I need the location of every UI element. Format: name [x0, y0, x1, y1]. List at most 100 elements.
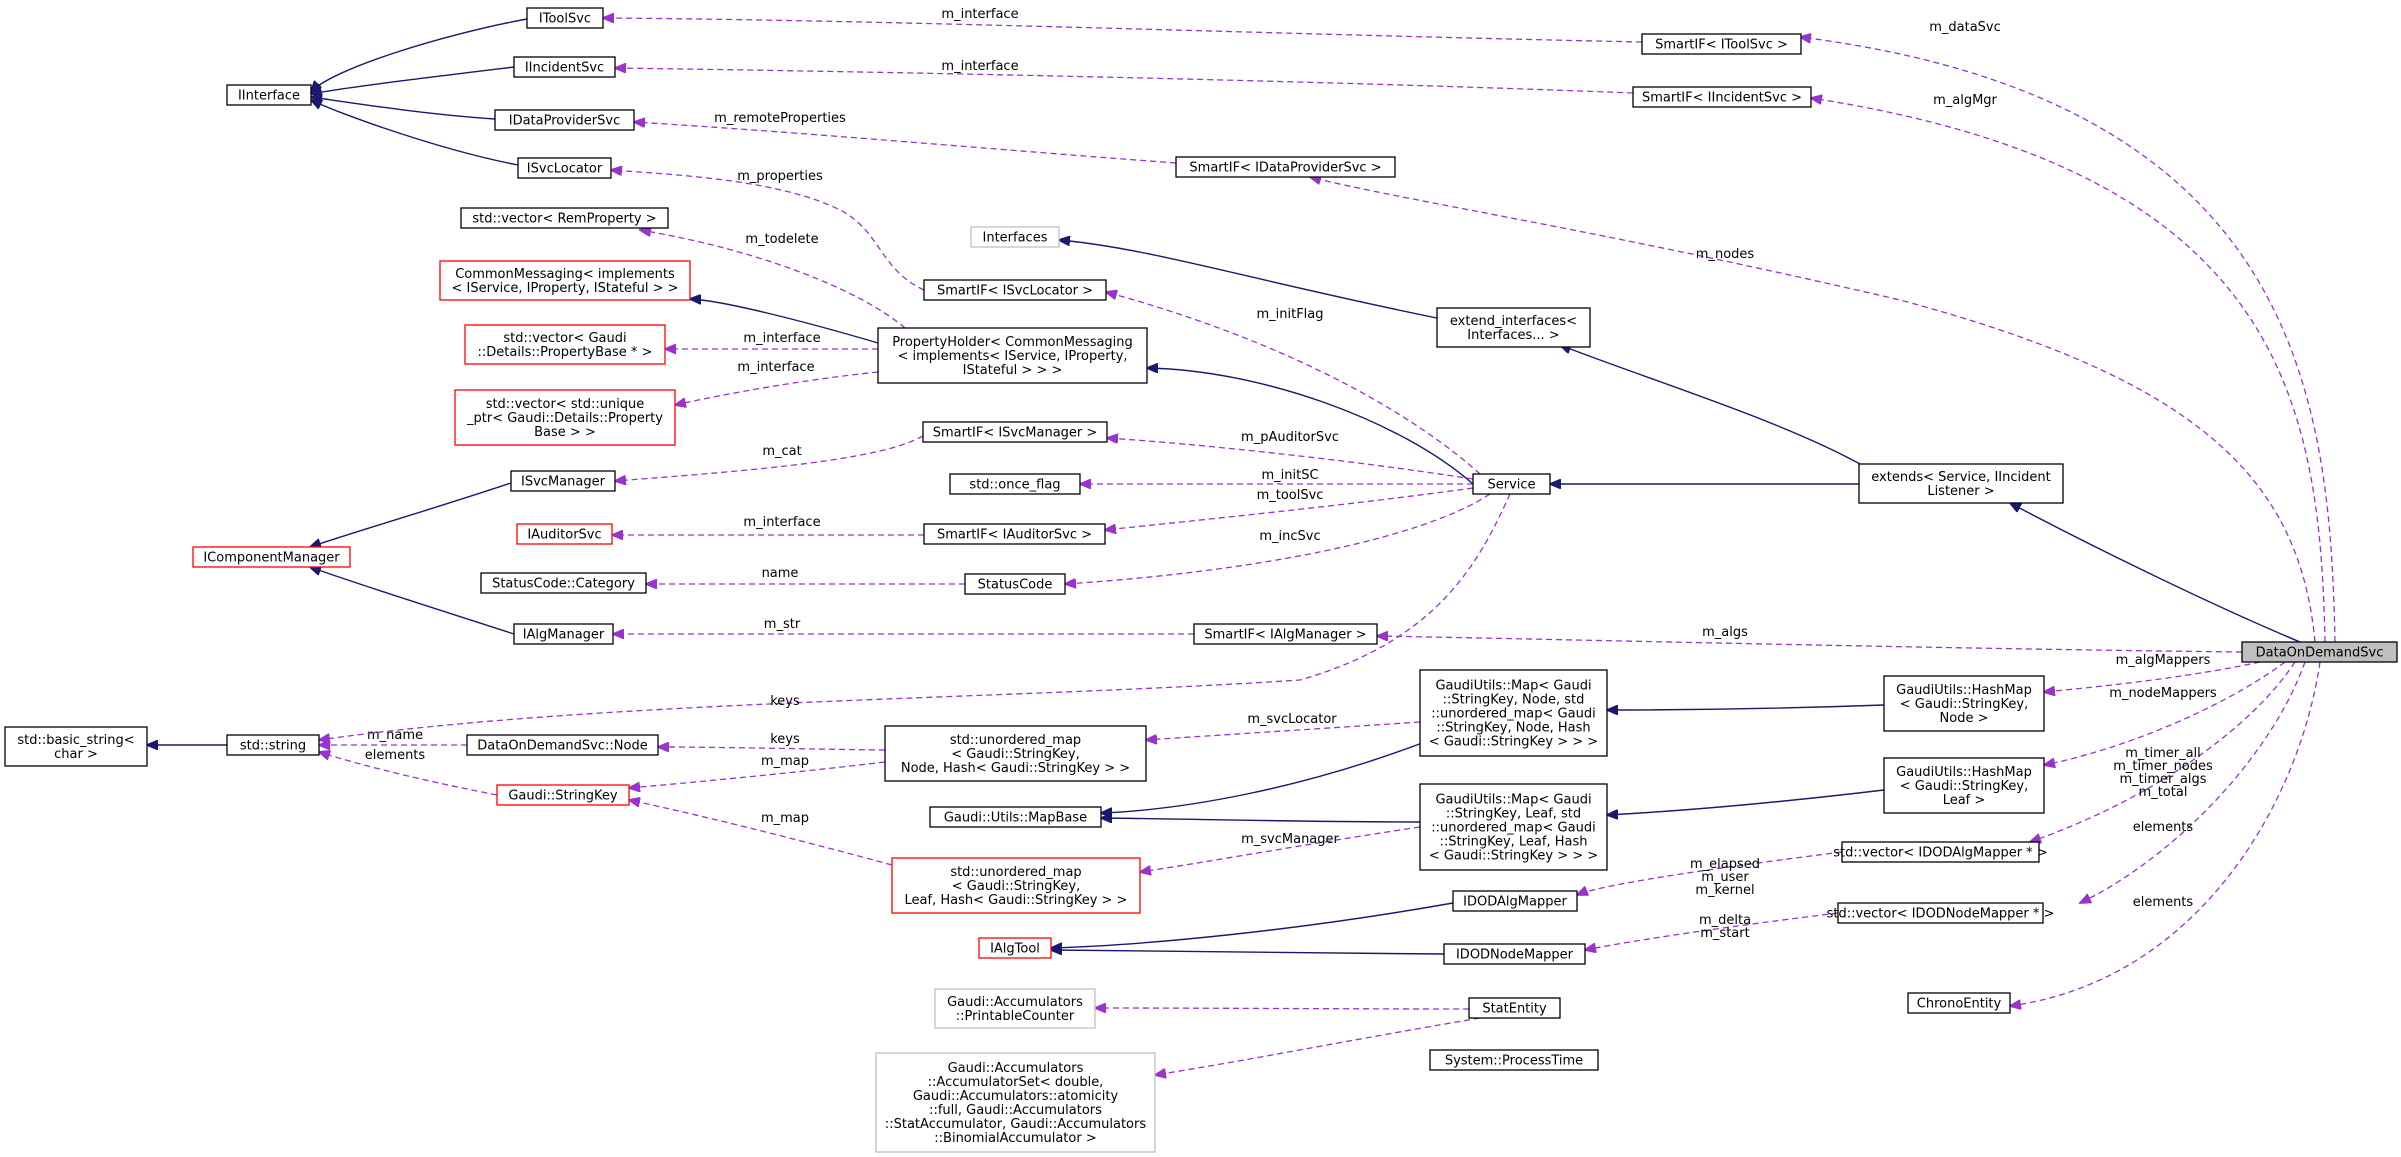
- class-node-label: ::PrintableCounter: [956, 1009, 1075, 1024]
- class-node-Service[interactable]: Service: [1472, 473, 1551, 495]
- class-node-label: std::vector< Gaudi: [503, 331, 626, 346]
- class-node-vecRemProperty[interactable]: std::vector< RemProperty >: [460, 207, 669, 229]
- member-edge-DataOnDemandSvc-to-SmartIDataProviderSvc: [1310, 177, 2316, 643]
- class-node-label: IDODAlgMapper: [1463, 895, 1567, 910]
- class-node-label: extend_interfaces<: [1450, 314, 1577, 329]
- class-node-HashMapLeaf[interactable]: GaudiUtils::HashMap< Gaudi::StringKey,Le…: [1883, 757, 2045, 814]
- class-node-label: Interfaces: [983, 231, 1048, 246]
- class-node-SmartISvcManager[interactable]: SmartIF< ISvcManager >: [922, 421, 1108, 443]
- class-node-CommonMessaging[interactable]: CommonMessaging< implements< IService, I…: [439, 260, 691, 301]
- class-node-SmartIDataProviderSvc[interactable]: SmartIF< IDataProviderSvc >: [1175, 156, 1396, 178]
- class-node-label: std::vector< IDODNodeMapper * >: [1827, 907, 2055, 922]
- class-node-HashMapNode[interactable]: GaudiUtils::HashMap< Gaudi::StringKey,No…: [1883, 675, 2045, 732]
- class-node-IAlgManager[interactable]: IAlgManager: [513, 623, 614, 645]
- class-node-SmartIAuditorSvc[interactable]: SmartIF< IAuditorSvc >: [923, 523, 1106, 545]
- edge-label: elements: [2133, 820, 2194, 835]
- class-node-IToolSvc[interactable]: IToolSvc: [526, 7, 604, 29]
- class-node-IAlgTool[interactable]: IAlgTool: [978, 937, 1052, 959]
- member-edge-Service-to-SmartISvcLocator: [1106, 292, 1481, 475]
- class-node-ChronoEntity[interactable]: ChronoEntity: [1907, 992, 2011, 1014]
- class-node-SystemProcessTime[interactable]: System::ProcessTime: [1429, 1049, 1599, 1071]
- member-edge-vecIDODNodeMapper-to-IDODNodeMapper: [1585, 912, 1839, 950]
- class-node-unorderedMapLeaf[interactable]: std::unordered_map< Gaudi::StringKey,Lea…: [891, 857, 1141, 914]
- class-node-PropertyHolder[interactable]: PropertyHolder< CommonMessaging< impleme…: [877, 327, 1148, 384]
- class-node-SmartISvcLocator[interactable]: SmartIF< ISvcLocator >: [923, 279, 1107, 301]
- class-node-IComponentManager[interactable]: IComponentManager: [192, 546, 351, 568]
- class-node-AccumulatorSet[interactable]: Gaudi::Accumulators::AccumulatorSet< dou…: [875, 1052, 1156, 1153]
- class-node-label: Gaudi::StringKey: [508, 789, 618, 804]
- class-node-extendInterfaces[interactable]: extend_interfaces<Interfaces... >: [1436, 307, 1591, 348]
- edge-label: m_todelete: [745, 232, 818, 247]
- class-node-label: ::Details::PropertyBase * >: [478, 345, 653, 360]
- class-node-StatEntity[interactable]: StatEntity: [1468, 997, 1561, 1019]
- edge-label: elements: [2133, 895, 2194, 910]
- class-node-IIncidentSvc[interactable]: IIncidentSvc: [513, 56, 616, 78]
- inheritance-edge-extendInterfaces-to-Interfaces: [1059, 240, 1438, 319]
- class-node-ISvcManager[interactable]: ISvcManager: [510, 470, 616, 492]
- class-node-IDataProviderSvc[interactable]: IDataProviderSvc: [494, 109, 635, 131]
- class-node-label: ::StringKey, Node, std: [1443, 693, 1585, 708]
- class-node-stdString[interactable]: std::string: [226, 734, 320, 756]
- class-node-vecIDODAlgMapper[interactable]: std::vector< IDODAlgMapper * >: [1833, 841, 2048, 863]
- edge-label: keys: [770, 732, 800, 747]
- class-node-label: IInterface: [238, 89, 300, 104]
- class-node-label: SmartIF< IDataProviderSvc >: [1189, 161, 1381, 176]
- class-node-label: IAlgTool: [990, 942, 1040, 957]
- class-node-label: CommonMessaging< implements: [455, 267, 675, 282]
- class-node-label: std::vector< IDODAlgMapper * >: [1833, 846, 2047, 861]
- class-node-label: Leaf >: [1943, 793, 1986, 808]
- class-node-label: ::StringKey, Leaf, Hash: [1440, 835, 1588, 850]
- class-node-label: std::vector< RemProperty >: [472, 212, 656, 227]
- edge-label: m_pAuditorSvc: [1241, 430, 1339, 445]
- inheritance-edge-GaudiUtilsMapLeaf-to-GaudiUtilsMapBase: [1101, 818, 1421, 822]
- class-node-vecPropertyBase[interactable]: std::vector< Gaudi::Details::PropertyBas…: [464, 324, 666, 365]
- class-node-DataOnDemandSvc[interactable]: DataOnDemandSvc: [2241, 641, 2398, 663]
- class-node-StatusCodeCategory[interactable]: StatusCode::Category: [480, 572, 647, 594]
- class-node-SmartIIncidentSvc[interactable]: SmartIF< IIncidentSvc >: [1632, 86, 1812, 108]
- class-node-label: std::unordered_map: [950, 733, 1081, 748]
- edge-label: m_initFlag: [1256, 307, 1323, 322]
- class-node-label: ::unordered_map< Gaudi: [1431, 707, 1595, 722]
- class-node-vecIDODNodeMapper[interactable]: std::vector< IDODNodeMapper * >: [1827, 902, 2055, 924]
- class-node-SmartIToolSvc[interactable]: SmartIF< IToolSvc >: [1641, 33, 1802, 55]
- inheritance-edge-IToolSvc-to-IInterface: [311, 18, 528, 92]
- edge-label: m_interface: [941, 59, 1018, 74]
- edge-label: m_cat: [762, 444, 801, 459]
- edge-label: m_interface: [737, 360, 814, 375]
- class-node-label: Gaudi::Accumulators: [948, 1061, 1084, 1076]
- class-node-GaudiUtilsMapNode[interactable]: GaudiUtils::Map< Gaudi::StringKey, Node,…: [1419, 669, 1608, 757]
- class-node-PrintableCounter[interactable]: Gaudi::Accumulators::PrintableCounter: [934, 988, 1096, 1029]
- class-node-label: Node >: [1940, 711, 1989, 726]
- class-node-GaudiStringKey[interactable]: Gaudi::StringKey: [496, 784, 630, 806]
- class-node-label: ::StringKey, Leaf, std: [1446, 807, 1581, 822]
- edge-label: m_algMgr: [1933, 93, 1997, 108]
- class-node-IDODAlgMapper[interactable]: IDODAlgMapper: [1452, 890, 1578, 912]
- class-node-ISvcLocator[interactable]: ISvcLocator: [517, 157, 612, 179]
- class-node-unorderedMapNode[interactable]: std::unordered_map< Gaudi::StringKey,Nod…: [884, 725, 1147, 782]
- class-node-GaudiUtilsMapBase[interactable]: Gaudi::Utils::MapBase: [929, 806, 1102, 828]
- class-node-IAuditorSvc[interactable]: IAuditorSvc: [516, 523, 613, 545]
- member-edge-DataOnDemandSvc-to-SmartIToolSvc: [1800, 37, 2336, 643]
- edge-label: m_initSC: [1261, 468, 1318, 483]
- class-node-DoDNode[interactable]: DataOnDemandSvc::Node: [466, 734, 659, 756]
- class-node-label: extends< Service, IIncident: [1871, 470, 2050, 485]
- class-node-stdOnceFlag[interactable]: std::once_flag: [949, 473, 1081, 495]
- class-node-IDODNodeMapper[interactable]: IDODNodeMapper: [1443, 943, 1586, 965]
- inheritance-edge-HashMapNode-to-GaudiUtilsMapNode: [1607, 704, 1885, 710]
- class-node-GaudiUtilsMapLeaf[interactable]: GaudiUtils::Map< Gaudi::StringKey, Leaf,…: [1419, 783, 1608, 871]
- class-node-label: ::BinomialAccumulator >: [934, 1131, 1096, 1146]
- edge-label: m_map: [761, 811, 809, 826]
- class-node-IInterface[interactable]: IInterface: [226, 84, 312, 106]
- class-node-SmartIAlgManager[interactable]: SmartIF< IAlgManager >: [1193, 623, 1378, 645]
- class-node-StatusCode[interactable]: StatusCode: [964, 573, 1066, 595]
- edge-label: m_svcManager: [1241, 832, 1339, 847]
- class-node-label: GaudiUtils::HashMap: [1896, 765, 2032, 780]
- member-edge-PropertyHolder-to-vecRemProperty: [640, 230, 906, 329]
- class-node-vecUniquePtr[interactable]: std::vector< std::unique_ptr< Gaudi::Det…: [454, 389, 676, 446]
- class-node-stdBasicString[interactable]: std::basic_string<char >: [4, 726, 148, 767]
- inheritance-edge-HashMapLeaf-to-GaudiUtilsMapLeaf: [1607, 789, 1885, 815]
- class-node-Interfaces[interactable]: Interfaces: [970, 226, 1060, 248]
